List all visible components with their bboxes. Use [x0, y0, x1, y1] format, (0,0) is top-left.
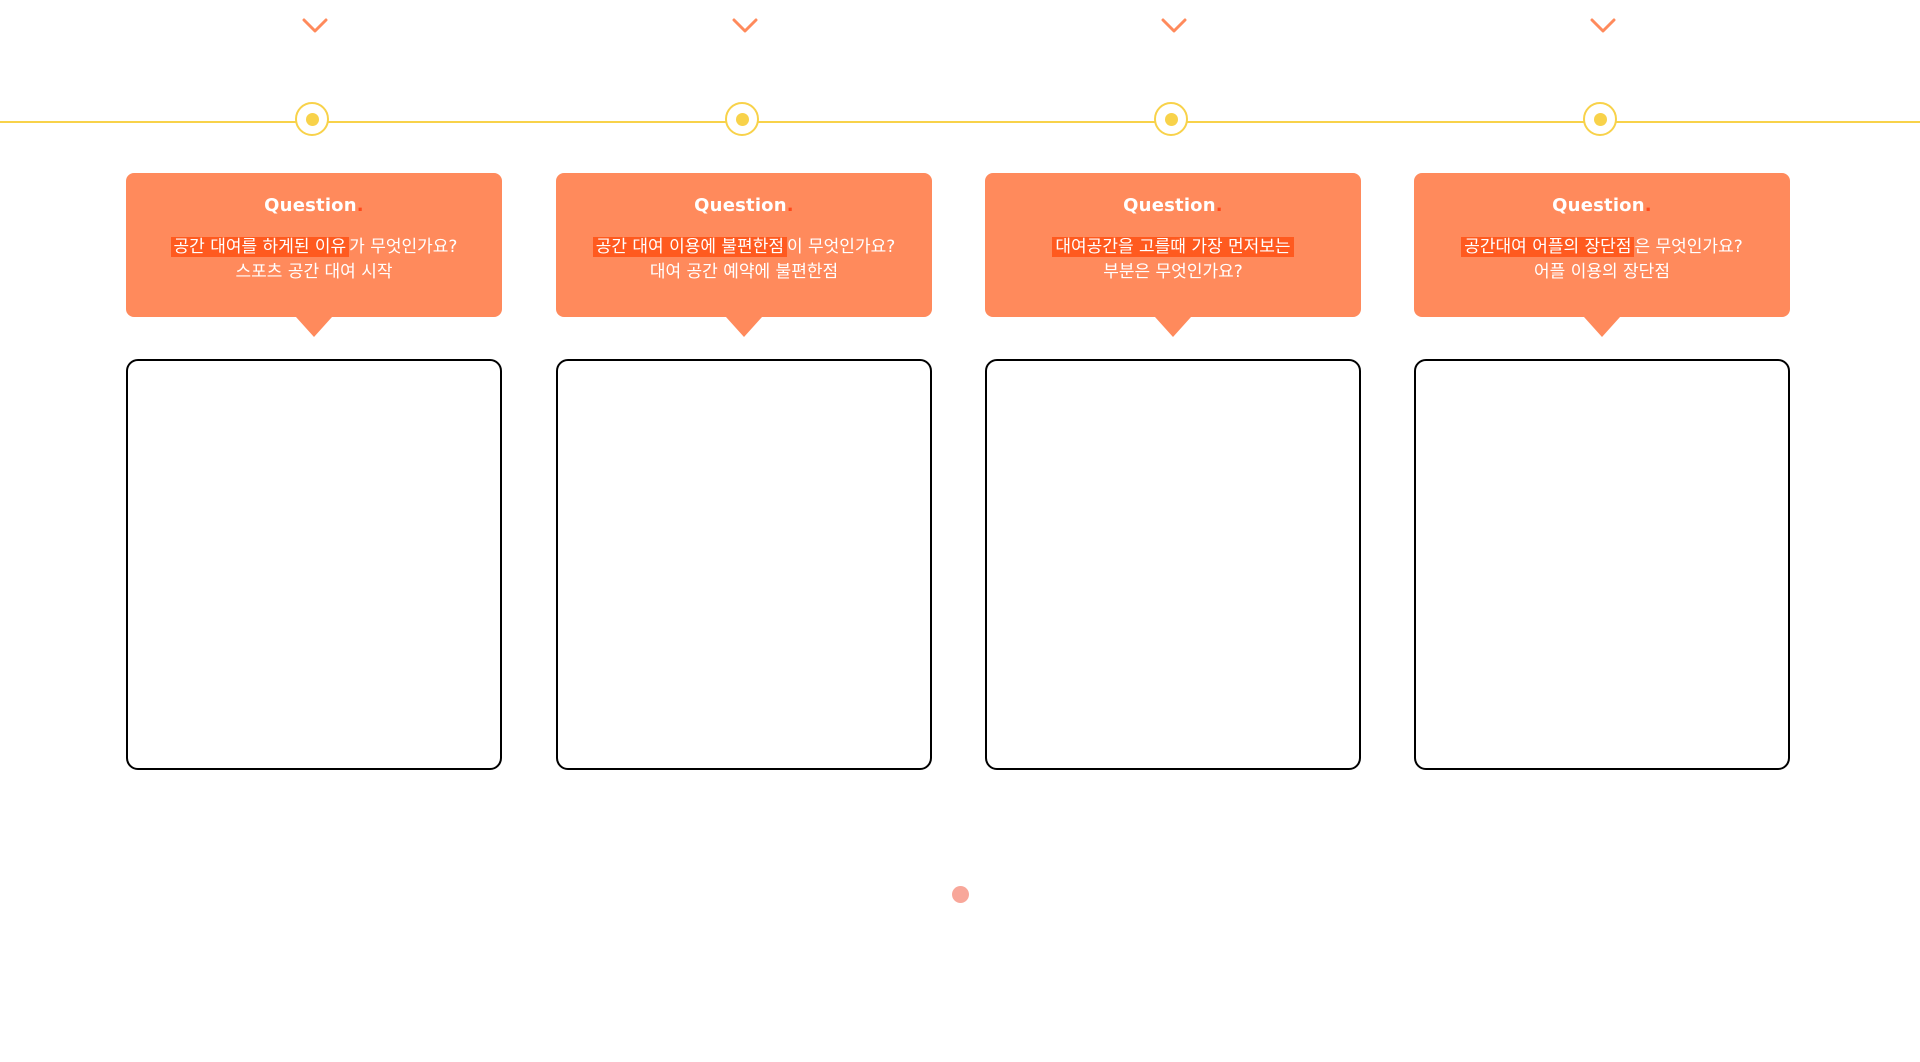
question-line-1: 대여공간을 고를때 가장 먼저보는 — [985, 235, 1361, 260]
question-highlight: 공간 대여 이용에 불편한점 — [592, 237, 787, 257]
chevron-down-icon[interactable] — [1590, 16, 1616, 36]
question-text: 대여공간을 고를때 가장 먼저보는 부분은 무엇인가요? — [985, 235, 1361, 285]
question-label: Question. — [1414, 195, 1790, 216]
timeline-marker[interactable] — [1154, 102, 1188, 136]
timeline-marker[interactable] — [1583, 102, 1617, 136]
answer-box[interactable] — [1414, 359, 1790, 770]
question-line-2: 스포츠 공간 대여 시작 — [235, 262, 393, 282]
timeline-marker-dot — [736, 113, 749, 126]
question-highlight: 대여공간을 고를때 가장 먼저보는 — [1052, 237, 1294, 257]
question-line-1-rest: 은 무엇인가요? — [1634, 237, 1743, 257]
chevron-down-icon[interactable] — [732, 16, 758, 36]
question-label-text: Question — [1552, 195, 1645, 216]
question-line-1-rest: 이 무엇인가요? — [786, 237, 896, 257]
question-column-3: Question. 대여공간을 고를때 가장 먼저보는 부분은 무엇인가요? — [985, 0, 1361, 780]
question-label-dot: . — [1215, 195, 1223, 216]
question-label-dot: . — [1644, 195, 1652, 216]
timeline-marker-dot — [1165, 113, 1178, 126]
timeline-marker-dot — [1594, 113, 1607, 126]
question-line-2: 어플 이용의 장단점 — [1534, 262, 1670, 282]
timeline-line — [0, 121, 1920, 123]
question-line-2: 부분은 무엇인가요? — [1103, 262, 1243, 282]
chevron-down-icon[interactable] — [1161, 16, 1187, 36]
question-label: Question. — [126, 195, 502, 216]
timeline-marker-dot — [306, 113, 319, 126]
question-line-2: 대여 공간 예약에 불편한점 — [649, 262, 839, 282]
chevron-down-icon[interactable] — [302, 16, 328, 36]
question-highlight: 공간 대여를 하게된 이유 — [170, 237, 350, 257]
timeline-marker[interactable] — [295, 102, 329, 136]
question-highlight: 공간대여 어플의 장단점 — [1461, 237, 1635, 257]
pagination-dot[interactable] — [952, 886, 969, 903]
question-label-text: Question — [264, 195, 357, 216]
question-label-dot: . — [356, 195, 364, 216]
question-label-text: Question — [1123, 195, 1216, 216]
question-line-1-rest: 가 무엇인가요? — [349, 237, 458, 257]
question-label: Question. — [556, 195, 932, 216]
timeline-marker[interactable] — [725, 102, 759, 136]
question-label-dot: . — [786, 195, 794, 216]
question-label: Question. — [985, 195, 1361, 216]
answer-box[interactable] — [985, 359, 1361, 770]
answer-box[interactable] — [556, 359, 932, 770]
answer-box[interactable] — [126, 359, 502, 770]
question-label-text: Question — [694, 195, 787, 216]
question-card: Question. 대여공간을 고를때 가장 먼저보는 부분은 무엇인가요? — [985, 173, 1361, 337]
